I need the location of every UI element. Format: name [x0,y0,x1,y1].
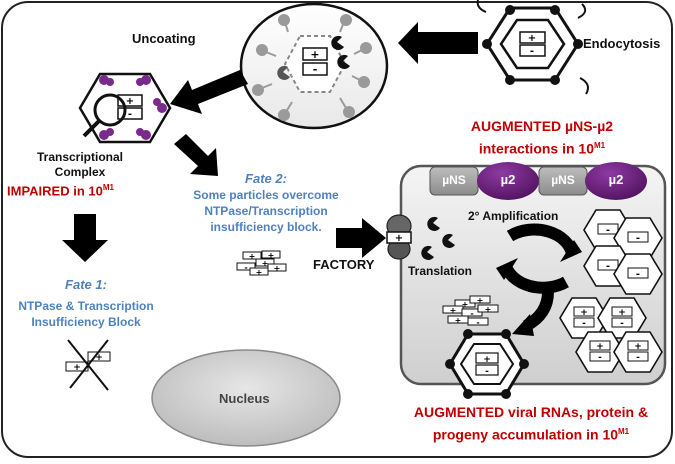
svg-text:-: - [606,225,610,236]
fate2-segments: + + - + + + [236,250,287,277]
svg-text:-: - [128,109,132,120]
label-fate1-line1: NTPase & Transcription [18,299,154,313]
factory-protein-row [429,162,647,200]
label-augmented-top: AUGMENTED µNS-µ2 interactions in 10M1 [438,117,646,159]
nucleus [151,349,341,447]
svg-text:-: - [606,261,610,272]
label-augmented-bottom: AUGMENTED viral RNAs, protein & progeny … [398,403,664,445]
progeny-virion: + - [445,329,529,399]
svg-text:-: - [636,233,640,244]
svg-text:-: - [620,319,624,329]
arrow-fate2 [174,134,218,176]
label-augmented-bottom-sup: M1 [618,427,630,436]
svg-text:-: - [636,353,640,363]
svg-text:+: + [618,308,626,318]
label-augmented-top-line2: interactions in 10 [478,140,595,157]
label-uncoating: Uncoating [132,31,196,46]
svg-text:-: - [313,63,318,76]
translation-ribosome: + [386,214,455,260]
label-muns-1: µNS [442,173,466,187]
label-mu2-2: µ2 [608,172,624,187]
label-fate2-title: Fate 2: [245,171,287,186]
svg-text:-: - [470,309,473,318]
label-fate1-line2: Insufficiency Block [31,315,141,329]
svg-text:+: + [485,305,492,314]
label-mu2-1: µ2 [500,172,516,187]
svg-text:-: - [485,367,489,377]
svg-text:+: + [310,48,319,61]
label-impaired: IMPAIRED in 10M1 [7,183,114,198]
svg-text:-: - [530,46,534,57]
svg-text:-: - [476,318,479,327]
svg-text:+: + [477,296,484,305]
mu2-protein-1 [477,162,539,200]
svg-text:+: + [528,33,536,44]
arrow-endocytosis [398,22,478,64]
svg-text:+: + [462,300,469,309]
svg-text:+: + [634,342,642,352]
svg-text:+: + [455,316,462,325]
virion-endocytosis: + - [476,0,589,95]
svg-text:+: + [274,264,281,273]
label-fate2-line2: NTPase/Transcription [204,204,328,218]
label-transcriptional-line2: Complex [54,165,106,179]
svg-text:+: + [268,251,275,260]
progeny-cores-minus: - - - - [583,209,663,295]
svg-text:+: + [249,252,256,261]
svg-text:+: + [126,96,134,107]
label-fate2: Fate 2: Some particles overcome NTPase/T… [174,171,358,235]
label-fate1-title: Fate 1: [65,277,107,292]
svg-text:+: + [256,268,263,277]
svg-text:+: + [73,363,81,373]
label-augmented-top-sup: M1 [594,141,606,150]
fate1-blocked-segments: + + [65,339,111,391]
svg-text:+: + [450,306,457,315]
shed-capsid-proteins [252,14,372,121]
label-fate1: Fate 1: NTPase & Transcription Insuffici… [6,277,166,330]
label-factory: FACTORY [313,257,375,272]
label-fate2-line3: insufficiency block. [210,220,322,234]
progeny-cores-assembled: + - + - + - + - [559,297,663,373]
core-particle-transcribing: + - [78,72,172,144]
label-transcriptional-line1: Transcriptional [36,150,124,164]
label-augmented-bottom-line1: AUGMENTED viral RNAs, protein & [413,404,649,420]
arrow-fate1 [62,214,108,262]
svg-text:+: + [262,259,269,268]
label-muns-2: µNS [551,173,575,187]
label-amplification: 2° Amplification [468,209,559,223]
svg-text:-: - [598,353,602,363]
factory-segments: + + + - + + - [442,295,499,327]
label-endocytosis: Endocytosis [583,36,661,51]
svg-text:+: + [580,308,588,318]
svg-text:+: + [483,355,491,365]
magnifier-icon [93,93,127,127]
svg-text:+: + [395,233,403,244]
label-nucleus: Nucleus [219,391,270,406]
mu2-protein-2 [585,162,647,200]
label-transcriptional-complex: Transcriptional Complex [20,150,140,180]
arrow-uncoating [170,70,248,114]
label-impaired-text: IMPAIRED in 10 [7,183,103,199]
svg-text:-: - [636,269,640,280]
svg-text:+: + [596,342,604,352]
label-augmented-top-line1: AUGMENTED µNS-µ2 [470,118,614,134]
svg-text:+: + [95,353,103,363]
arrow-factory [336,218,386,258]
label-augmented-bottom-line2: progeny accumulation in 10 [432,426,619,443]
label-impaired-sup: M1 [102,183,114,192]
label-translation: Translation [408,264,473,278]
amplification-cycle [496,223,582,336]
svg-text:-: - [582,319,586,329]
svg-text:-: - [244,263,247,272]
label-fate2-line1: Some particles overcome [193,188,339,202]
